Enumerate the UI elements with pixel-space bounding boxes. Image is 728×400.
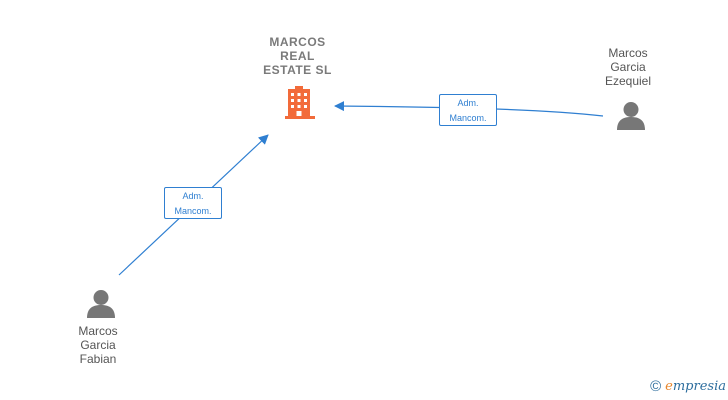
person-name-ezequiel[interactable]: Marcos Garcia Ezequiel (578, 46, 678, 88)
edge-label-line: Mancom. (174, 206, 212, 216)
person-name-line: Marcos (78, 324, 118, 338)
brand-first-letter: e (665, 379, 673, 394)
person-icon[interactable] (87, 290, 115, 318)
empresia-logo[interactable]: © empresia (650, 378, 726, 395)
person-icon[interactable] (617, 102, 645, 130)
person-name-line: Ezequiel (604, 74, 652, 88)
copyright-icon: © (650, 378, 662, 395)
edge-label-ezequiel[interactable]: Adm. Mancom. (439, 94, 497, 126)
person-name-line: Garcia (80, 338, 116, 352)
edge-label-line: Mancom. (449, 113, 487, 123)
person-name-line: Fabian (79, 352, 117, 366)
edge-label-line: Adm. (182, 191, 204, 201)
company-name-line: REAL (280, 49, 315, 63)
person-name-line: Garcia (610, 60, 646, 74)
brand-name: empresia (665, 379, 726, 394)
company-name[interactable]: MARCOS REAL ESTATE SL (240, 35, 355, 77)
person-name-line: Marcos (608, 46, 648, 60)
brand-name-rest: mpresia (672, 379, 726, 394)
building-icon[interactable] (285, 86, 315, 119)
edge-label-line: Adm. (457, 98, 479, 108)
company-name-line: MARCOS (269, 35, 326, 49)
person-name-fabian[interactable]: Marcos Garcia Fabian (48, 324, 148, 366)
edge-label-fabian[interactable]: Adm. Mancom. (164, 187, 222, 219)
company-name-line: ESTATE SL (263, 63, 332, 77)
